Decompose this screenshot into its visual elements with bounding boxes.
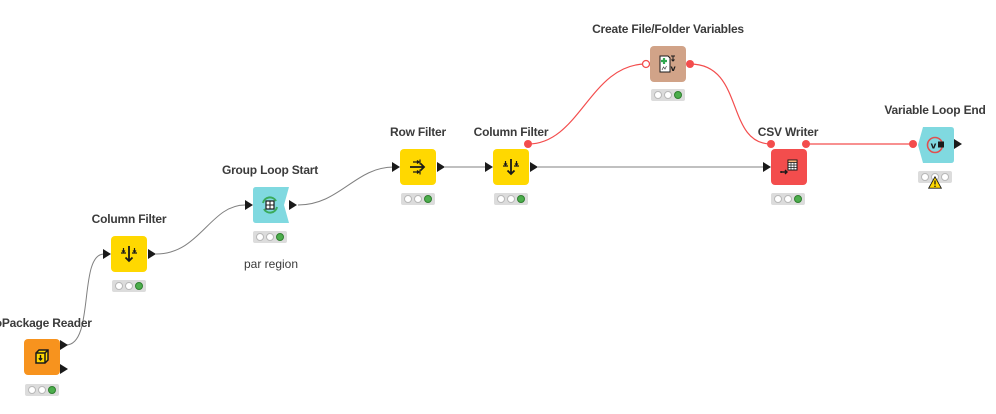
node-label[interactable]: Column Filter	[473, 125, 549, 139]
output-port[interactable]	[148, 249, 156, 259]
input-port[interactable]	[245, 200, 253, 210]
status-traffic-light	[112, 280, 146, 292]
connection-columnfilter-to-grouploop[interactable]	[155, 204, 246, 255]
output-port[interactable]	[530, 162, 538, 172]
node-body[interactable]	[400, 149, 436, 185]
flowvar-output-port[interactable]	[686, 60, 694, 68]
status-traffic-light	[25, 384, 59, 396]
node-body[interactable]	[111, 236, 147, 272]
input-port[interactable]	[103, 249, 111, 259]
geopackage-reader-icon	[35, 349, 49, 364]
node-group-loop-start[interactable]	[253, 187, 289, 223]
output-port[interactable]	[289, 200, 297, 210]
node-label[interactable]: CSV Writer	[757, 125, 819, 139]
output-port[interactable]	[60, 340, 68, 350]
node-label[interactable]: Column Filter	[91, 212, 167, 226]
status-light-yellow	[507, 195, 515, 203]
node-label[interactable]: Create File/Folder Variables	[592, 22, 744, 36]
node-create-file-folder-variables[interactable]: v	[650, 46, 686, 82]
input-port[interactable]	[763, 162, 771, 172]
connection-geopackage-to-columnfilter[interactable]	[65, 253, 105, 346]
node-row-filter[interactable]	[400, 149, 436, 185]
status-light-green	[517, 195, 525, 203]
node-body[interactable]: v	[650, 46, 686, 82]
status-light-green	[135, 282, 143, 290]
status-light-green	[276, 233, 284, 241]
status-light-yellow	[784, 195, 792, 203]
create-file-variable-icon: v	[659, 55, 677, 73]
svg-text:v: v	[931, 142, 937, 152]
node-body[interactable]	[24, 339, 60, 375]
node-body[interactable]	[493, 149, 529, 185]
input-port[interactable]	[392, 162, 400, 172]
node-csv-writer[interactable]	[771, 149, 807, 185]
status-light-red	[28, 386, 36, 394]
node-variable-loop-end[interactable]: v	[918, 127, 954, 163]
status-light-green	[674, 91, 682, 99]
csv-writer-icon	[780, 159, 798, 175]
status-light-yellow	[414, 195, 422, 203]
status-light-green	[941, 173, 949, 181]
status-light-red	[404, 195, 412, 203]
group-loop-icon	[262, 196, 278, 214]
status-traffic-light	[401, 193, 435, 205]
status-light-yellow	[664, 91, 672, 99]
node-annotation[interactable]: par region	[243, 257, 299, 271]
output-port[interactable]	[954, 139, 962, 149]
status-light-red	[774, 195, 782, 203]
warning-icon[interactable]	[928, 176, 942, 189]
status-light-green	[794, 195, 802, 203]
row-filter-icon	[410, 159, 426, 175]
connection-grouploop-to-rowfilter[interactable]	[297, 166, 395, 206]
svg-text:v: v	[671, 64, 677, 73]
node-column-filter[interactable]	[493, 149, 529, 185]
node-body[interactable]	[918, 127, 954, 163]
node-label[interactable]: Row Filter	[389, 125, 447, 139]
status-traffic-light	[253, 231, 287, 243]
flowvar-columnfilter-to-createfile[interactable]	[527, 63, 647, 145]
node-label[interactable]: Group Loop Start	[221, 163, 319, 177]
flowvar-output-port[interactable]	[524, 140, 532, 148]
status-light-red	[654, 91, 662, 99]
status-light-green	[424, 195, 432, 203]
node-label[interactable]: eoPackage Reader	[0, 316, 92, 330]
flowvar-createfile-to-csvwriter[interactable]	[689, 63, 772, 145]
status-traffic-light	[771, 193, 805, 205]
node-geopackage-reader[interactable]	[24, 339, 60, 375]
column-filter-icon	[121, 246, 137, 263]
input-port[interactable]	[485, 162, 493, 172]
flowvar-output-port[interactable]	[802, 140, 810, 148]
flowvar-input-port[interactable]	[909, 140, 917, 148]
output-port[interactable]	[60, 364, 68, 374]
status-light-red	[256, 233, 264, 241]
status-light-red	[921, 173, 929, 181]
status-traffic-light	[494, 193, 528, 205]
status-light-green	[48, 386, 56, 394]
status-light-yellow	[266, 233, 274, 241]
status-light-red	[115, 282, 123, 290]
flowvar-input-port[interactable]	[641, 59, 651, 69]
output-port[interactable]	[437, 162, 445, 172]
flowvar-input-port[interactable]	[767, 140, 775, 148]
variable-loop-end-icon: v	[926, 136, 944, 154]
status-light-yellow	[38, 386, 46, 394]
column-filter-icon	[503, 159, 519, 176]
status-light-yellow	[125, 282, 133, 290]
node-body[interactable]	[771, 149, 807, 185]
node-column-filter[interactable]	[111, 236, 147, 272]
status-traffic-light	[651, 89, 685, 101]
node-label[interactable]: Variable Loop End	[884, 103, 986, 117]
status-light-red	[497, 195, 505, 203]
